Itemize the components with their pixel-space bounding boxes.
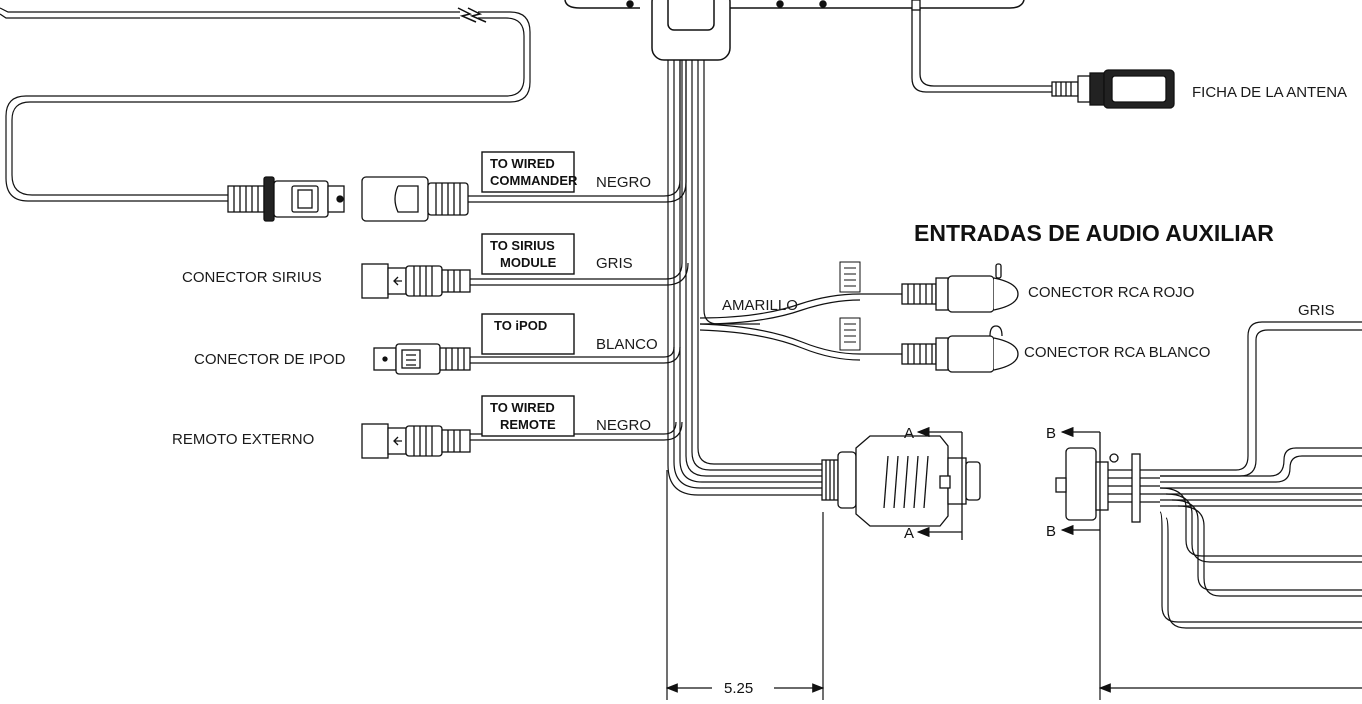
svg-text:TO SIRIUS: TO SIRIUS — [490, 238, 555, 253]
commander-female-plug — [361, 176, 469, 222]
dimension-lines — [665, 470, 1362, 700]
main-harness — [667, 60, 822, 496]
sirius-connector — [361, 263, 471, 299]
ipod-connector-label: CONECTOR DE IPOD — [194, 351, 346, 368]
antenna-plug — [1051, 69, 1175, 109]
rca-white-label: CONECTOR RCA BLANCO — [1024, 344, 1210, 361]
harness-connector-b — [1055, 447, 1160, 523]
yellow-wire-label: AMARILLO — [722, 297, 798, 314]
section-b-top: B — [1046, 425, 1056, 442]
ipod-connector — [373, 343, 471, 375]
rca-red-label: CONECTOR RCA ROJO — [1028, 284, 1194, 301]
main-connector-a — [821, 435, 981, 527]
wire-color-sirius: GRIS — [596, 255, 633, 272]
branch-wires — [468, 60, 689, 441]
remote-connector-label: REMOTO EXTERNO — [172, 431, 314, 448]
svg-text:TO WIRED: TO WIRED — [490, 156, 555, 171]
remote-connector — [361, 423, 471, 459]
rca-red-connector — [901, 263, 1019, 313]
aux-audio-heading: ENTRADAS DE AUDIO AUXILIAR — [914, 220, 1274, 246]
svg-text:MODULE: MODULE — [500, 255, 557, 270]
rca-split-cable — [699, 293, 902, 361]
commander-loop-cable — [0, 7, 531, 202]
wire-color-remote: NEGRO — [596, 417, 651, 434]
wire-color-ipod: BLANCO — [596, 336, 658, 353]
right-harness-wires — [1159, 321, 1362, 629]
commander-male-plug — [227, 176, 345, 222]
rca-white-connector — [901, 325, 1019, 373]
tag-ipod: TO iPOD — [481, 313, 575, 355]
antenna-cable — [911, 0, 1052, 93]
tag-wired-commander: TO WIRED COMMANDER — [481, 151, 578, 193]
svg-text:REMOTE: REMOTE — [500, 417, 556, 432]
section-b-markers — [1060, 426, 1101, 540]
head-unit — [564, 0, 1025, 61]
dimension-value: 5.25 — [724, 680, 753, 697]
tag-sirius-module: TO SIRIUS MODULE — [481, 233, 575, 275]
svg-text:COMMANDER: COMMANDER — [490, 173, 578, 188]
gray-wire-right-label: GRIS — [1298, 302, 1335, 319]
section-a-top: A — [904, 425, 914, 442]
antenna-plug-label: FICHA DE LA ANTENA — [1192, 84, 1347, 101]
section-a-markers — [916, 426, 963, 540]
rca-white-tag — [839, 317, 861, 351]
svg-text:TO WIRED: TO WIRED — [490, 400, 555, 415]
wire-color-commander: NEGRO — [596, 174, 651, 191]
rca-red-tag — [839, 261, 861, 293]
svg-text:TO iPOD: TO iPOD — [494, 318, 547, 333]
section-b-bottom: B — [1046, 523, 1056, 540]
tag-wired-remote: TO WIRED REMOTE — [481, 395, 575, 437]
section-a-bottom: A — [904, 525, 914, 542]
sirius-connector-label: CONECTOR SIRIUS — [182, 269, 322, 286]
